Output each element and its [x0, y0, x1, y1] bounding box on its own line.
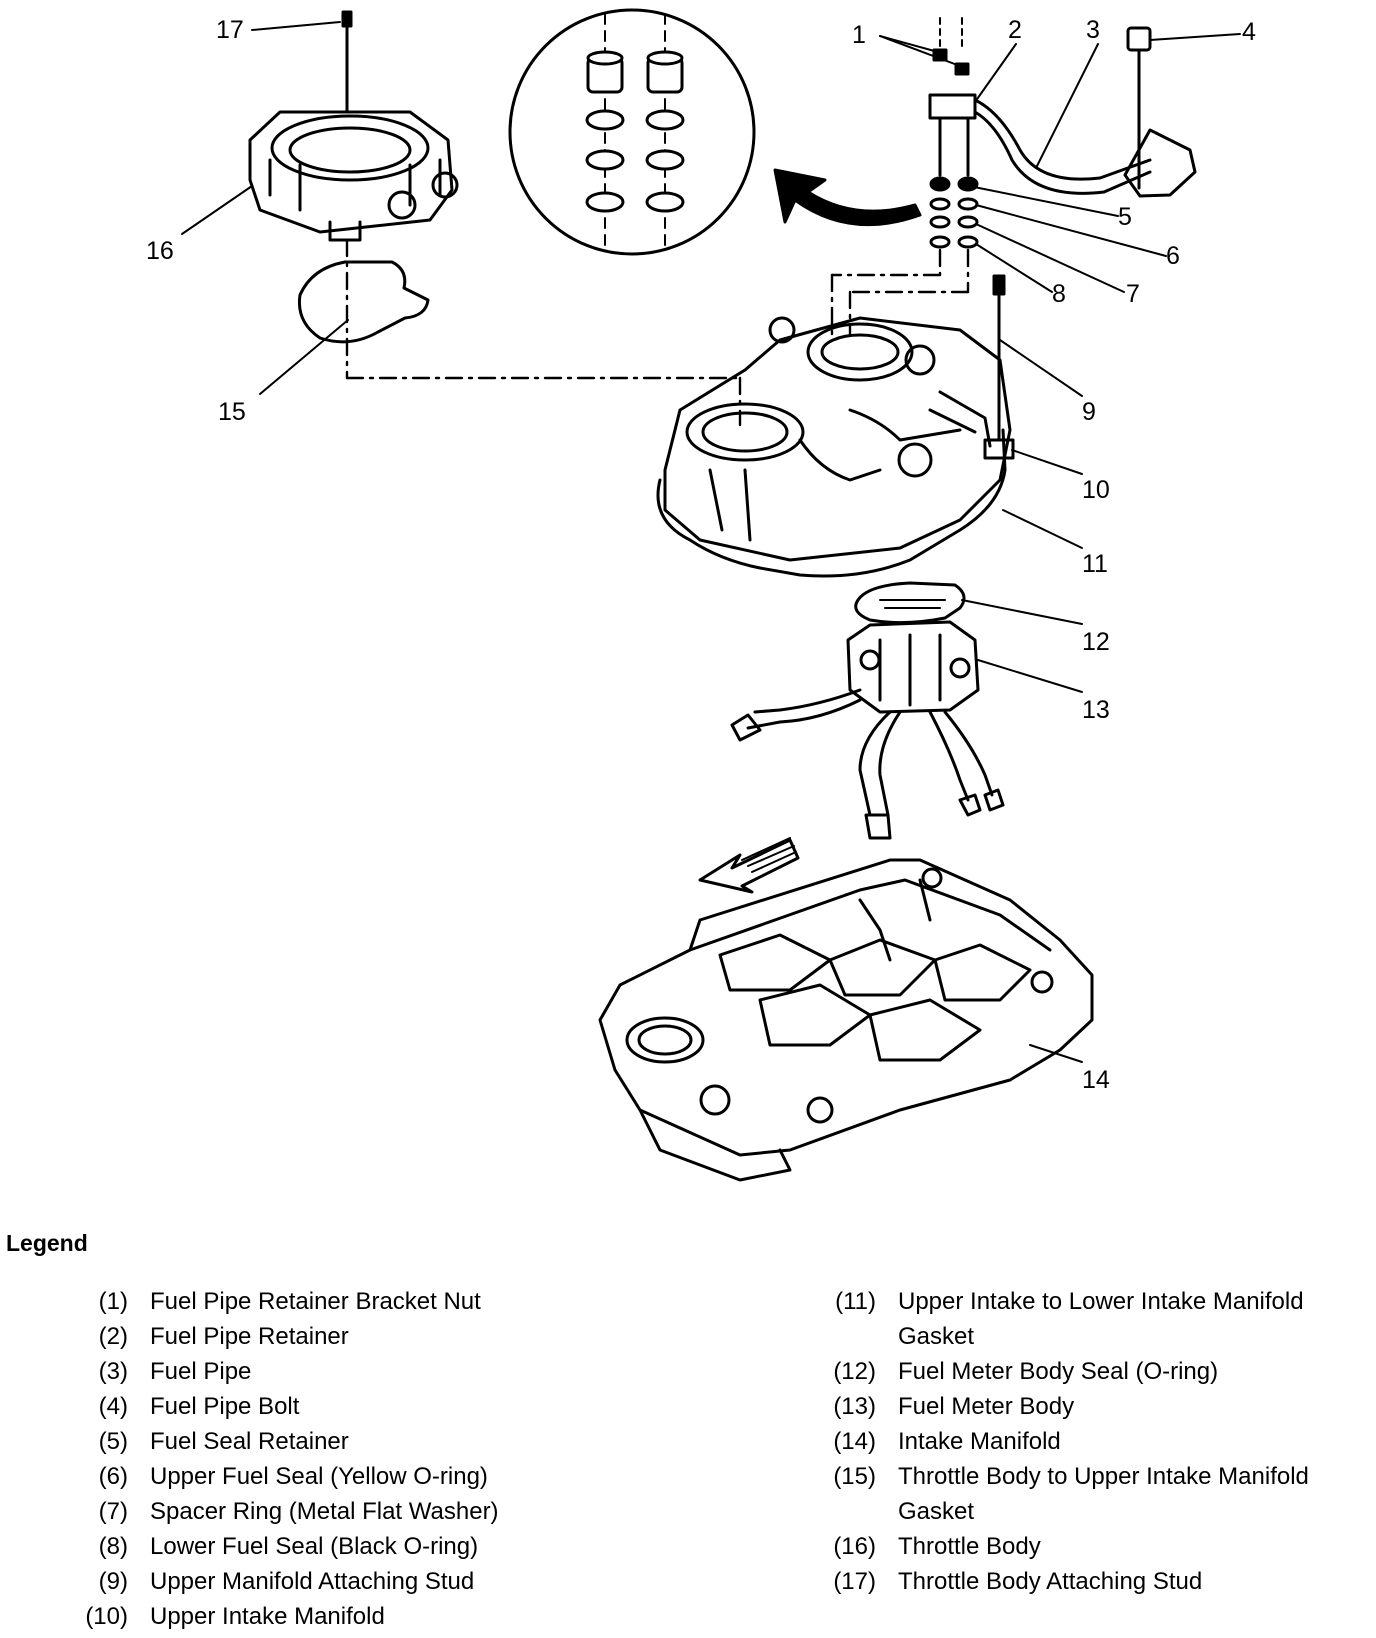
legend-item-number: (8) — [98, 1533, 128, 1560]
legend-item: (2) Fuel Pipe Retainer — [52, 1319, 692, 1354]
legend-item-text: Lower Fuel Seal (Black O-ring) — [150, 1533, 479, 1560]
legend-item-number: (4) — [98, 1393, 128, 1420]
callout-16: 16 — [146, 237, 174, 265]
legend-item-number: (1) — [98, 1288, 128, 1315]
throttle-body-stud — [341, 10, 353, 114]
legend-item: (16) Throttle Body — [800, 1529, 1360, 1564]
curved-arrow-icon — [773, 168, 922, 227]
callout-12: 12 — [1082, 628, 1110, 656]
callout-11: 11 — [1082, 550, 1108, 578]
callout-3: 3 — [1086, 16, 1100, 44]
lower-intake-manifold — [598, 858, 1094, 1182]
legend-item: (7) Spacer Ring (Metal Flat Washer) — [52, 1494, 692, 1529]
legend-item-number: (13) — [833, 1393, 876, 1420]
callout-10: 10 — [1082, 476, 1110, 504]
legend-item-text: Fuel Seal Retainer — [150, 1428, 349, 1455]
legend-item-number: (15) — [833, 1463, 876, 1490]
legend-item-text: Throttle Body Attaching Stud — [898, 1568, 1203, 1595]
legend-item-text: Fuel Pipe Retainer — [150, 1323, 349, 1350]
legend-item: (3) Fuel Pipe — [52, 1354, 692, 1389]
legend-item: (4) Fuel Pipe Bolt — [52, 1389, 692, 1424]
legend-item: (5) Fuel Seal Retainer — [52, 1424, 692, 1459]
legend-item-text: Fuel Pipe — [150, 1358, 252, 1385]
callout-labels: 17 1 2 3 4 16 5 6 8 7 15 9 10 11 12 13 1… — [146, 16, 1256, 1094]
legend-item-number: (11) — [835, 1288, 876, 1315]
legend-item: (6) Upper Fuel Seal (Yellow O-ring) — [52, 1459, 692, 1494]
callout-15: 15 — [218, 398, 246, 426]
legend-title: Legend — [6, 1230, 88, 1256]
legend-item-text: Fuel Meter Body Seal (O-ring) — [898, 1358, 1219, 1385]
legend-item-text: Fuel Pipe Retainer Bracket Nut — [150, 1288, 481, 1315]
front-direction-arrow-icon — [698, 837, 800, 894]
callout-14: 14 — [1082, 1066, 1110, 1094]
legend-item: (11) Upper Intake to Lower Intake Manifo… — [800, 1284, 1360, 1354]
legend-item: (12) Fuel Meter Body Seal (O-ring) — [800, 1354, 1360, 1389]
fuel-meter-body-seal — [854, 581, 966, 625]
legend-item: (8) Lower Fuel Seal (Black O-ring) — [52, 1529, 692, 1564]
legend-item: (13) Fuel Meter Body — [800, 1389, 1360, 1424]
legend-item-text: Fuel Meter Body — [898, 1393, 1075, 1420]
seal-detail-magnifier — [508, 8, 756, 256]
fuel-pipe-assembly — [928, 17, 1197, 198]
legend-item-number: (9) — [98, 1568, 128, 1595]
legend-item-text: Fuel Pipe Bolt — [150, 1393, 300, 1420]
legend-item-number: (17) — [833, 1568, 876, 1595]
legend-item-text: Intake Manifold — [898, 1428, 1061, 1455]
fuel-meter-body — [730, 620, 1005, 840]
legend-column-left: (1) Fuel Pipe Retainer Bracket Nut (2) F… — [52, 1284, 692, 1634]
legend-item-text: Upper Intake to Lower Intake Manifold Ga… — [898, 1288, 1304, 1350]
legend-item-number: (7) — [98, 1498, 128, 1525]
callout-1: 1 — [852, 21, 866, 49]
callout-6: 6 — [1166, 242, 1180, 270]
legend-item: (17) Throttle Body Attaching Stud — [800, 1564, 1360, 1599]
legend-item: (1) Fuel Pipe Retainer Bracket Nut — [52, 1284, 692, 1319]
legend-item-number: (14) — [833, 1428, 876, 1455]
legend-item-number: (3) — [98, 1358, 128, 1385]
legend-item: (10) Upper Intake Manifold — [52, 1599, 692, 1634]
legend-item: (14) Intake Manifold — [800, 1424, 1360, 1459]
legend-item: (15) Throttle Body to Upper Intake Manif… — [800, 1459, 1360, 1529]
legend-item-number: (12) — [833, 1358, 876, 1385]
legend-item-text: Throttle Body to Upper Intake Manifold G… — [898, 1463, 1309, 1525]
legend-item-number: (10) — [85, 1603, 128, 1630]
upper-intake-manifold — [656, 316, 1012, 578]
fuel-seal-stack — [830, 176, 979, 337]
callout-17: 17 — [216, 16, 244, 44]
legend-item-text: Throttle Body — [898, 1533, 1041, 1560]
callout-5: 5 — [1118, 203, 1132, 231]
throttle-body-gasket — [297, 260, 430, 344]
legend-item-text: Spacer Ring (Metal Flat Washer) — [150, 1498, 499, 1525]
legend-item-text: Upper Intake Manifold — [150, 1603, 385, 1630]
legend-item-number: (5) — [98, 1428, 128, 1455]
callout-13: 13 — [1082, 696, 1110, 724]
legend-item-number: (2) — [98, 1323, 128, 1350]
legend-item-number: (16) — [833, 1533, 876, 1560]
callout-2: 2 — [1008, 16, 1022, 44]
legend-item-text: Upper Manifold Attaching Stud — [150, 1568, 475, 1595]
legend-item-number: (6) — [98, 1463, 128, 1490]
legend-column-right: (11) Upper Intake to Lower Intake Manifo… — [800, 1284, 1360, 1599]
callout-4: 4 — [1242, 18, 1256, 46]
legend-item: (9) Upper Manifold Attaching Stud — [52, 1564, 692, 1599]
legend-item-text: Upper Fuel Seal (Yellow O-ring) — [150, 1463, 488, 1490]
throttle-body-part — [248, 110, 459, 242]
callout-7: 7 — [1126, 280, 1140, 308]
callout-9: 9 — [1082, 398, 1096, 426]
callout-8: 8 — [1052, 280, 1066, 308]
exploded-view-diagram: 17 1 2 3 4 16 5 6 8 7 15 9 10 11 12 13 1… — [146, 8, 1256, 1182]
